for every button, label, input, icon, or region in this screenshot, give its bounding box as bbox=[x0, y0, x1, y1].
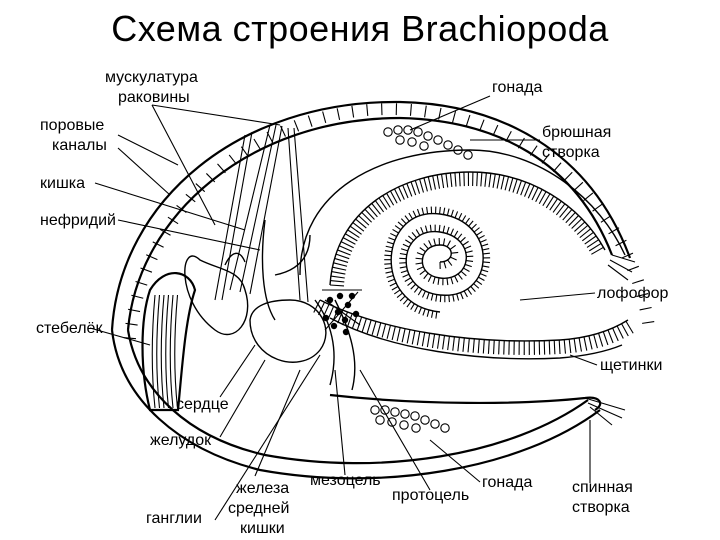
label-stomach: желудок bbox=[150, 432, 212, 449]
label-mesocoel: мезоцель bbox=[310, 472, 381, 489]
label-ventral-valve-2: створка bbox=[542, 144, 600, 161]
setae bbox=[607, 254, 636, 281]
label-dorsal-valve-1: спинная bbox=[572, 479, 633, 496]
label-heart: сердце bbox=[176, 396, 229, 413]
pedicle bbox=[141, 272, 197, 412]
label-intestine: кишка bbox=[40, 175, 85, 192]
label-setae: щетинки bbox=[600, 357, 662, 374]
label-dorsal-valve-2: створка bbox=[572, 499, 630, 516]
label-midgut-gland-1: железа bbox=[236, 480, 289, 497]
label-ganglia: ганглии bbox=[146, 510, 202, 527]
label-pore-canals-1: поровые bbox=[40, 117, 104, 134]
lophophore-arm-lower bbox=[313, 299, 634, 360]
label-protocoel: протоцель bbox=[392, 487, 469, 504]
labels: мускулатура раковины гонада поровые кана… bbox=[36, 69, 669, 537]
viscera bbox=[184, 219, 356, 391]
label-shell-muscles-1: мускулатура bbox=[105, 69, 198, 86]
label-midgut-gland-2: средней bbox=[228, 500, 289, 517]
label-shell-muscles-2: раковины bbox=[118, 89, 190, 106]
label-ventral-valve-1: брюшная bbox=[542, 124, 611, 141]
lophophore-arm-upper bbox=[299, 149, 626, 287]
label-pore-canals-2: каналы bbox=[52, 137, 107, 154]
gonad-lower bbox=[370, 405, 450, 433]
label-midgut-gland-3: кишки bbox=[240, 520, 285, 537]
label-nephridium: нефридий bbox=[40, 212, 116, 229]
ganglion-cluster bbox=[322, 289, 362, 336]
label-pedicle: стебелёк bbox=[36, 320, 103, 337]
gonad-upper bbox=[383, 125, 473, 160]
page-title: Схема строения Brachiopoda bbox=[111, 8, 609, 49]
label-gonad-bottom: гонада bbox=[482, 474, 532, 491]
label-gonad-top: гонада bbox=[492, 79, 542, 96]
leader-lines bbox=[89, 95, 598, 521]
ventral-shell bbox=[110, 100, 655, 340]
shell-muscles bbox=[214, 124, 309, 303]
label-lophophore: лофофор bbox=[597, 285, 669, 302]
dorsal-valve-lip bbox=[329, 393, 626, 426]
lophophore-spiral bbox=[384, 206, 491, 319]
